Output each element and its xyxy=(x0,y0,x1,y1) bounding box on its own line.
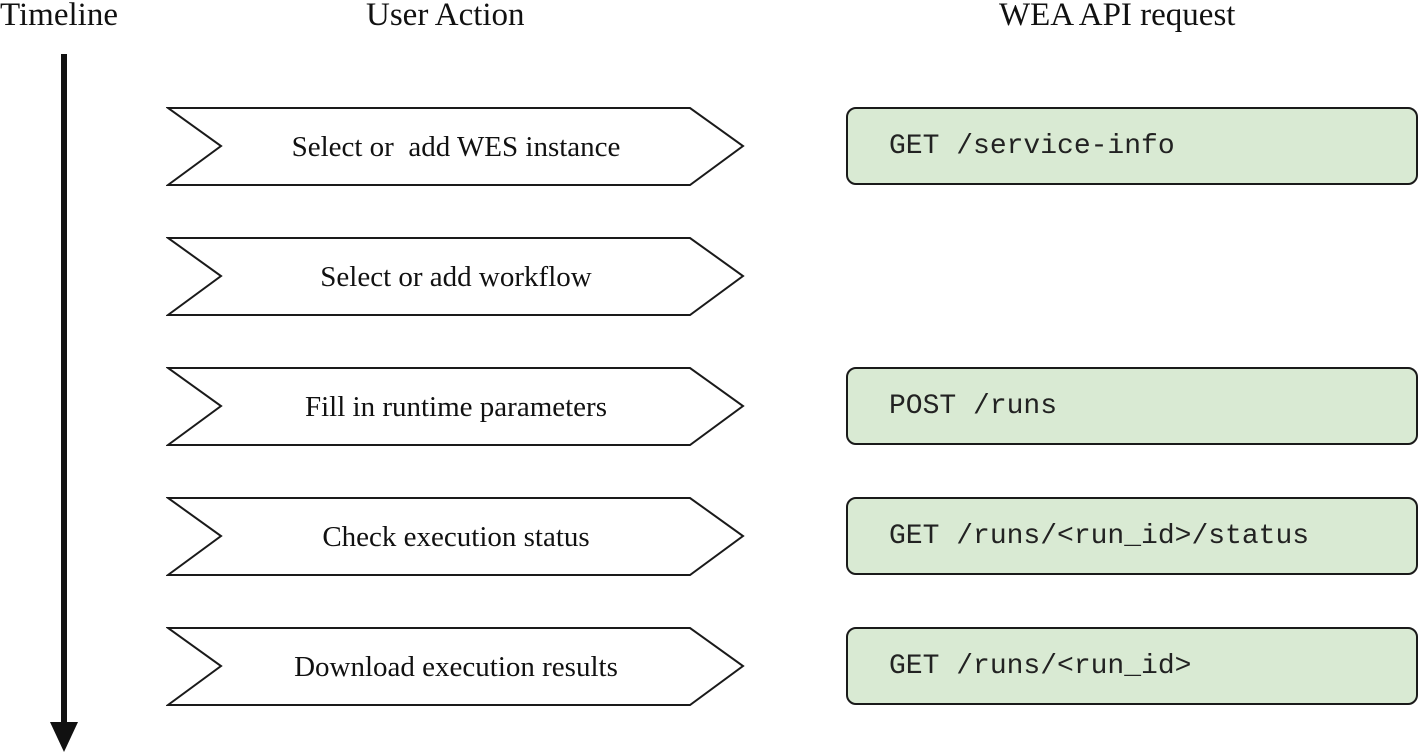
chevron-shape xyxy=(166,497,745,576)
user-action-header: User Action xyxy=(366,0,525,33)
user-action-step: Select or add WES instance xyxy=(166,106,746,188)
timeline-arrow xyxy=(50,54,78,752)
user-action-step: Select or add workflow xyxy=(166,236,746,318)
chevron-shape xyxy=(166,367,745,446)
api-request-box: GET /runs/<run_id> xyxy=(846,627,1418,705)
user-action-label: Check execution status xyxy=(322,520,590,553)
chevron-shape xyxy=(166,107,745,186)
api-request-box: GET /service-info xyxy=(846,107,1418,185)
api-request-box: POST /runs xyxy=(846,367,1418,445)
chevron-shape xyxy=(166,627,745,706)
timeline-header: Timeline xyxy=(0,0,118,33)
user-action-label: Download execution results xyxy=(294,650,618,683)
api-request-box: GET /runs/<run_id>/status xyxy=(846,497,1418,575)
user-action-step: Check execution status xyxy=(166,496,746,578)
timeline-arrowhead-icon xyxy=(50,722,78,752)
user-action-step: Download execution results xyxy=(166,626,746,708)
user-action-step: Fill in runtime parameters xyxy=(166,366,746,448)
chevron-shape xyxy=(166,237,745,316)
user-action-label: Fill in runtime parameters xyxy=(304,390,607,423)
user-action-label: Select or add WES instance xyxy=(291,130,621,163)
user-action-label: Select or add workflow xyxy=(320,260,592,293)
api-request-header: WEA API request xyxy=(999,0,1236,33)
